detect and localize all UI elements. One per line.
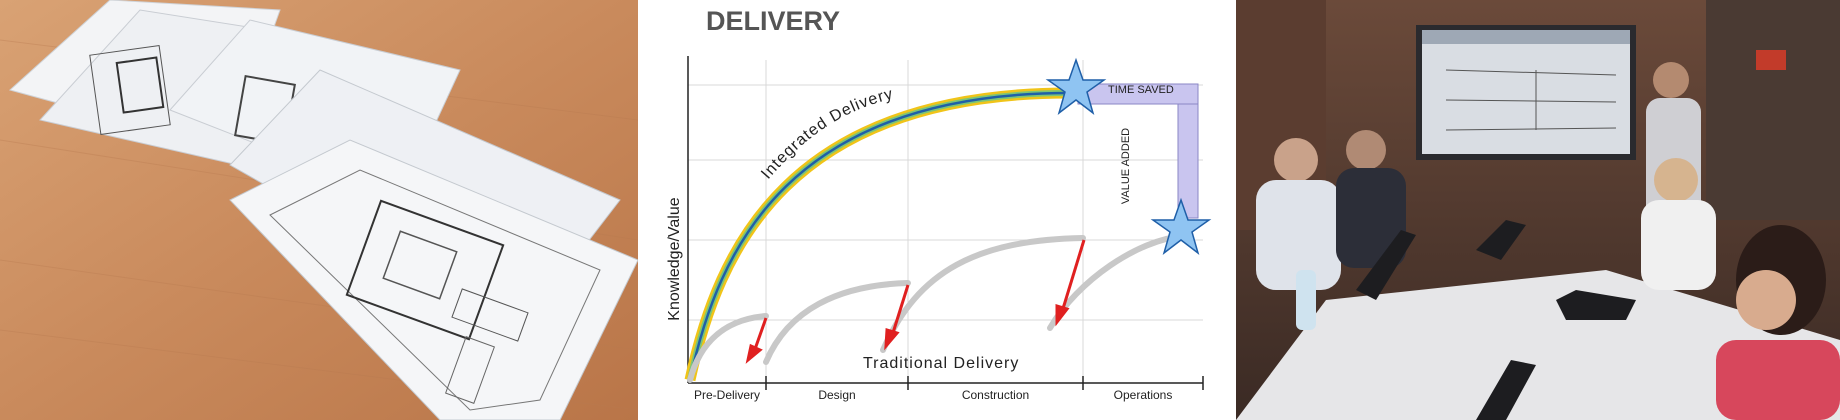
axes bbox=[687, 56, 1204, 390]
person bbox=[1256, 138, 1341, 290]
water-bottle bbox=[1296, 270, 1316, 330]
value-added-label: VALUE ADDED bbox=[1120, 127, 1132, 205]
regression-arrow bbox=[1055, 239, 1086, 327]
phase-operations: Operations bbox=[1113, 388, 1173, 402]
integrated-delivery-label: Integrated Delivery bbox=[758, 86, 894, 183]
diagram-title: DELIVERY bbox=[706, 6, 841, 36]
delivery-diagram: DELIVERY Knowledge/Value bbox=[638, 0, 1236, 420]
regression-arrow bbox=[884, 284, 910, 351]
blueprint-sheet bbox=[229, 139, 638, 420]
team-meeting-photo bbox=[1236, 0, 1840, 420]
integrated-delivery-curve bbox=[684, 87, 1079, 382]
person bbox=[1336, 130, 1406, 268]
svg-text:Integrated Delivery: Integrated Delivery bbox=[758, 86, 895, 183]
display-screen bbox=[1416, 25, 1636, 160]
laptop bbox=[1356, 220, 1636, 420]
traditional-star-icon bbox=[1150, 197, 1212, 255]
phase-design: Design bbox=[818, 388, 856, 402]
traditional-delivery-label: Traditional Delivery bbox=[863, 355, 1020, 372]
time-saved-label: TIME SAVED bbox=[1108, 84, 1174, 96]
phase-construction: Construction bbox=[961, 388, 1030, 402]
regression-arrow bbox=[745, 317, 768, 364]
integrated-star-icon bbox=[1045, 57, 1107, 115]
person bbox=[1716, 225, 1840, 420]
person bbox=[1641, 158, 1716, 290]
blueprint-sheets-photo bbox=[0, 0, 638, 420]
phase-pre-delivery: Pre-Delivery bbox=[693, 388, 760, 402]
